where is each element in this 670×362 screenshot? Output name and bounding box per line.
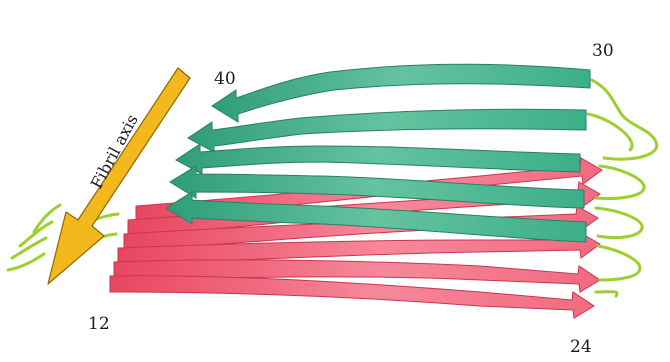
residue-label-24: 24 <box>570 337 592 357</box>
residue-label-30: 30 <box>592 41 614 61</box>
residue-label-40: 40 <box>214 69 236 89</box>
residue-label-12: 12 <box>88 314 110 334</box>
green-strand-2 <box>188 109 586 152</box>
turn-loops <box>588 80 657 296</box>
green-beta-sheet <box>166 64 590 242</box>
green-strand-3 <box>176 144 580 174</box>
